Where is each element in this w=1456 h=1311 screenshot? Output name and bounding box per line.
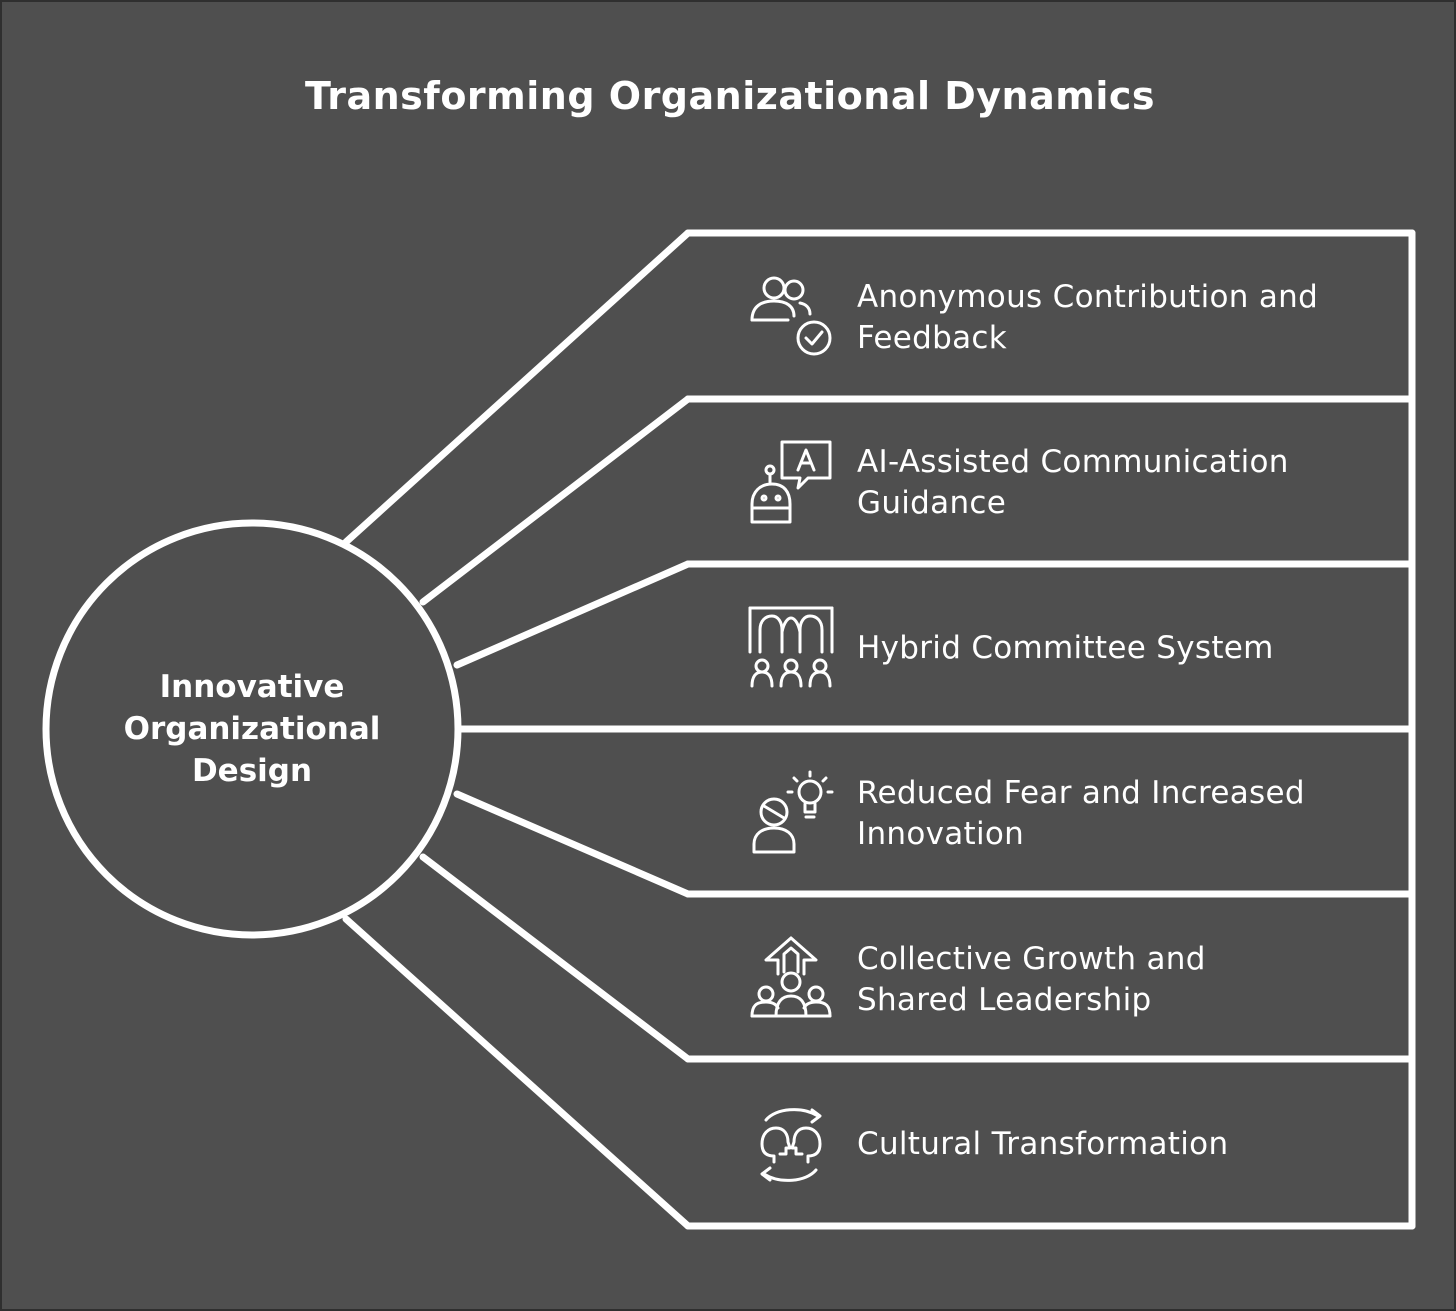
- branch-label-line: Cultural Transformation: [857, 1126, 1229, 1162]
- heads-exchange-icon: [744, 1098, 838, 1192]
- branch-item-anonymous-contribution: Anonymous Contribution and Feedback: [857, 277, 1387, 359]
- person-lightbulb-icon: [744, 766, 838, 860]
- connector-3: [453, 560, 692, 669]
- connector-1: [342, 229, 692, 546]
- diagram-title: Transforming Organizational Dynamics: [304, 74, 1156, 118]
- group-growth-icon: [744, 932, 838, 1026]
- hub-label: Innovative Organizational Design: [62, 666, 442, 792]
- branch-item-reduced-fear: Reduced Fear and Increased Innovation: [857, 773, 1387, 855]
- branch-label-line: Shared Leadership: [857, 982, 1152, 1018]
- connector-6: [342, 915, 692, 1230]
- branch-label-line: Reduced Fear and Increased: [857, 775, 1305, 811]
- branch-label-line: Guidance: [857, 485, 1007, 521]
- connector-4: [453, 790, 692, 898]
- branch-item-cultural-transformation: Cultural Transformation: [857, 1124, 1387, 1165]
- robot-speech-icon: [744, 434, 838, 528]
- users-check-icon: [744, 268, 838, 362]
- hub-label-line: Innovative: [159, 669, 345, 705]
- branch-item-hybrid-committee: Hybrid Committee System: [857, 628, 1387, 669]
- branch-item-ai-assisted-communication: AI-Assisted Communication Guidance: [857, 442, 1387, 524]
- hub-label-line: Organizational: [123, 711, 381, 747]
- committee-icon: [744, 600, 838, 694]
- branch-label-line: Hybrid Committee System: [857, 630, 1274, 666]
- branch-label-line: Collective Growth and: [857, 941, 1206, 977]
- branch-label-line: Innovation: [857, 816, 1025, 852]
- branch-item-collective-growth: Collective Growth and Shared Leadership: [857, 939, 1387, 1021]
- connector-2: [419, 395, 692, 606]
- branch-label-line: AI-Assisted Communication: [857, 444, 1289, 480]
- branch-label-line: Feedback: [857, 320, 1008, 356]
- hub-label-line: Design: [191, 753, 313, 789]
- connector-5: [419, 853, 692, 1063]
- branch-label-line: Anonymous Contribution and: [857, 279, 1319, 315]
